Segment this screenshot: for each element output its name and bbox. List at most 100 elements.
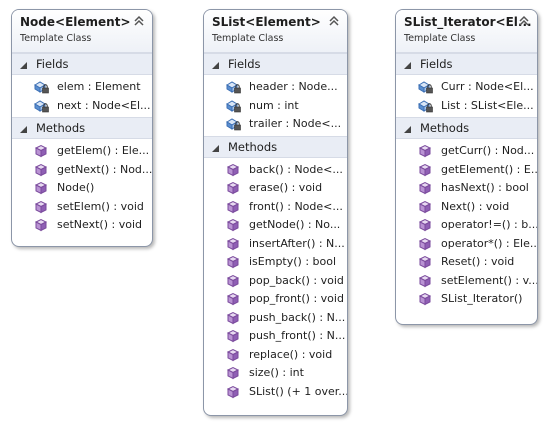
method-icon [417, 144, 433, 158]
method-item[interactable]: getNode() : No... [204, 216, 347, 235]
method-item[interactable]: replace() : void [204, 346, 347, 365]
field-item[interactable]: header : Node... [204, 78, 347, 97]
field-item[interactable]: next : Node<El... [12, 97, 152, 116]
field-label: next : Node<El... [57, 98, 151, 112]
private-field-icon [225, 80, 241, 94]
method-item[interactable]: Next() : void [396, 198, 537, 217]
method-item[interactable]: push_back() : N... [204, 309, 347, 328]
method-item[interactable]: setElement() : v... [396, 272, 537, 291]
method-label: front() : Node<... [249, 199, 343, 213]
method-icon [33, 218, 49, 232]
class-header[interactable]: SList_Iterator<El...Template Class [396, 10, 537, 53]
method-item[interactable]: back() : Node<... [204, 161, 347, 180]
method-label: insertAfter() : N... [249, 236, 345, 250]
collapse-chevron-icon[interactable] [517, 13, 531, 27]
field-label: Curr : Node<El... [441, 80, 534, 93]
methods-section-header[interactable]: Methods [396, 117, 537, 139]
method-item[interactable]: hasNext() : bool [396, 179, 537, 198]
expand-triangle-icon[interactable] [19, 123, 28, 133]
method-icon [225, 329, 241, 343]
method-icon [225, 218, 241, 232]
fields-label: Fields [228, 57, 261, 71]
method-item[interactable]: push_front() : N... [204, 327, 347, 346]
method-item[interactable]: setNext() : void [12, 216, 152, 235]
method-item[interactable]: getElem() : Ele... [12, 142, 152, 161]
method-icon [417, 255, 433, 269]
field-item[interactable]: trailer : Node<... [204, 115, 347, 134]
private-field-icon [33, 80, 49, 94]
method-item[interactable]: size() : int [204, 364, 347, 383]
method-label: push_back() : N... [249, 310, 346, 324]
method-item[interactable]: isEmpty() : bool [204, 253, 347, 272]
field-label: header : Node... [249, 80, 338, 93]
fields-section-header[interactable]: Fields [204, 53, 347, 75]
class-stereotype: Template Class [212, 33, 284, 44]
method-icon [417, 181, 433, 195]
method-item[interactable]: erase() : void [204, 179, 347, 198]
collapse-chevron-icon[interactable] [327, 13, 341, 27]
method-label: back() : Node<... [249, 162, 343, 176]
fields-list: header : Node... num : int trailer : Node<… [204, 75, 347, 136]
private-field-icon [33, 99, 49, 113]
fields-section-header[interactable]: Fields [12, 53, 152, 75]
class-stereotype: Template Class [404, 33, 476, 44]
method-item[interactable]: SList_Iterator() [396, 290, 537, 309]
method-label: pop_front() : void [249, 292, 344, 305]
method-icon [225, 163, 241, 177]
private-field-icon [417, 80, 433, 94]
fields-section-header[interactable]: Fields [396, 53, 537, 75]
method-item[interactable]: operator!=() : b... [396, 216, 537, 235]
method-item[interactable]: Reset() : void [396, 253, 537, 272]
method-icon [417, 163, 433, 177]
methods-section-header[interactable]: Methods [204, 135, 347, 158]
fields-list: Curr : Node<El... List : SList<Ele... [396, 75, 537, 117]
field-item[interactable]: Curr : Node<El... [396, 78, 537, 97]
method-icon [225, 385, 241, 399]
method-item[interactable]: getCurr() : Nod... [396, 142, 537, 161]
method-item[interactable]: Node() [12, 179, 152, 198]
method-label: Node() [57, 181, 95, 194]
method-item[interactable]: getNext() : Nod... [12, 161, 152, 180]
method-item[interactable]: front() : Node<... [204, 198, 347, 217]
method-icon [225, 237, 241, 251]
method-item[interactable]: insertAfter() : N... [204, 235, 347, 254]
field-item[interactable]: List : SList<Ele... [396, 97, 537, 116]
expand-triangle-icon[interactable] [211, 142, 220, 152]
method-item[interactable]: pop_front() : void [204, 290, 347, 309]
expand-triangle-icon[interactable] [403, 123, 412, 133]
method-icon [225, 348, 241, 362]
field-label: num : int [249, 98, 299, 112]
method-label: SList_Iterator() [441, 292, 523, 305]
method-item[interactable]: SList() (+ 1 over... [204, 383, 347, 402]
field-item[interactable]: num : int [204, 97, 347, 116]
collapse-chevron-icon[interactable] [132, 13, 146, 27]
class-header[interactable]: SList<Element> Template Class [204, 10, 347, 53]
method-label: setElem() : void [57, 199, 144, 213]
method-icon [33, 181, 49, 195]
class-title: SList<Element> [212, 15, 321, 29]
private-field-icon [225, 99, 241, 113]
method-icon [225, 255, 241, 269]
method-label: erase() : void [249, 181, 323, 194]
method-item[interactable]: setElem() : void [12, 198, 152, 217]
method-icon [417, 200, 433, 214]
method-item[interactable]: pop_back() : void [204, 272, 347, 291]
method-item[interactable]: getElement() : E... [396, 161, 537, 180]
expand-triangle-icon[interactable] [211, 59, 220, 69]
methods-section-header[interactable]: Methods [12, 117, 152, 139]
expand-triangle-icon[interactable] [403, 59, 412, 69]
method-label: size() : int [249, 366, 304, 379]
method-item[interactable]: operator*() : Ele... [396, 235, 537, 254]
class-header[interactable]: Node<Element>Template Class [12, 10, 152, 53]
method-icon [225, 181, 241, 195]
methods-list: getElem() : Ele...getNext() : Nod... Node… [12, 139, 152, 237]
method-label: getNext() : Nod... [57, 162, 153, 176]
class-stereotype: Template Class [20, 33, 92, 44]
field-item[interactable]: elem : Element [12, 78, 152, 97]
expand-triangle-icon[interactable] [19, 59, 28, 69]
method-label: push_front() : N... [249, 329, 346, 342]
method-label: SList() (+ 1 over... [249, 384, 348, 398]
